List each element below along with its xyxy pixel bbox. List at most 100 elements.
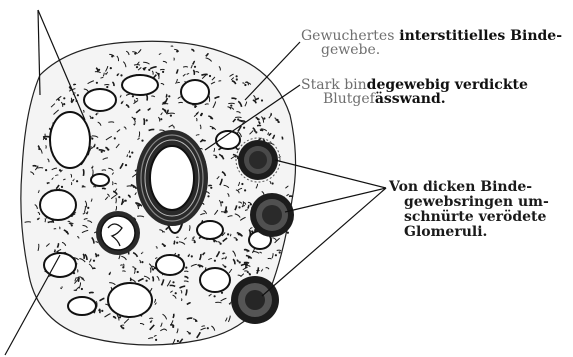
cell-nucleus	[59, 169, 61, 171]
cell-nucleus	[118, 196, 120, 198]
tissue-fiber	[219, 81, 222, 82]
tissue-fiber	[173, 314, 174, 318]
tissue-fiber	[54, 229, 56, 230]
cell-nucleus	[91, 117, 93, 119]
cell-nucleus	[136, 66, 138, 68]
tissue-fiber	[102, 170, 106, 171]
tissue-fiber	[25, 222, 31, 223]
cell-nucleus	[172, 326, 174, 328]
interstitial-tissue-label-line2: gewebe.	[321, 43, 380, 57]
cell-nucleus	[194, 66, 196, 68]
cell-nucleus	[98, 69, 100, 71]
cell-nucleus	[237, 118, 239, 120]
tissue-fiber	[37, 168, 43, 169]
tissue-fiber	[174, 241, 175, 245]
tissue-fiber	[47, 183, 49, 184]
tissue-fiber	[89, 292, 94, 293]
tissue-fiber	[168, 113, 175, 114]
tissue-fiber	[48, 222, 53, 223]
tissue-fiber	[134, 65, 140, 66]
cell-nucleus	[236, 239, 238, 241]
cell-nucleus	[111, 55, 113, 57]
tissue-fiber	[271, 114, 272, 116]
cell-nucleus	[106, 86, 108, 88]
cell-nucleus	[158, 73, 160, 75]
tissue-fiber	[108, 122, 114, 123]
tissue-fiber	[178, 102, 182, 103]
tissue-fiber	[71, 98, 72, 102]
cell-nucleus	[213, 240, 215, 242]
cell-nucleus	[272, 182, 274, 184]
cell-nucleus	[125, 164, 127, 166]
cell-nucleus	[275, 254, 277, 256]
tissue-fiber	[183, 67, 188, 68]
cell-nucleus	[221, 155, 223, 157]
cell-nucleus	[87, 207, 89, 209]
cell-nucleus	[263, 117, 265, 119]
glomerulus-3	[231, 276, 279, 324]
tissue-fiber	[83, 169, 84, 176]
cell-nucleus	[244, 189, 246, 191]
cell-nucleus	[77, 94, 79, 96]
interstitial-tissue-label: Gewuchertes interstitielles Binde-	[301, 29, 562, 43]
tissue-fiber	[144, 118, 145, 125]
cell-nucleus	[131, 152, 133, 154]
cell-nucleus	[110, 67, 112, 69]
cell-nucleus	[129, 156, 131, 158]
cell-nucleus	[220, 243, 222, 245]
cell-nucleus	[107, 149, 109, 151]
cell-nucleus	[195, 320, 197, 322]
cell-nucleus	[160, 118, 162, 120]
tissue-fiber	[257, 125, 261, 126]
tissue-fiber	[120, 265, 122, 266]
tissue-fiber	[241, 121, 246, 122]
cell-nucleus	[239, 261, 241, 263]
glomeruli-label-line4: Glomeruli.	[389, 225, 559, 240]
cell-nucleus	[146, 119, 148, 121]
cell-nucleus	[122, 266, 124, 268]
cell-nucleus	[101, 310, 103, 312]
cell-nucleus	[71, 224, 73, 226]
vessel-wall-label: Stark bindegewebig verdickte	[301, 78, 528, 92]
cell-nucleus	[66, 231, 68, 233]
cell-nucleus	[207, 327, 209, 329]
cell-nucleus	[249, 273, 251, 275]
tissue-fiber	[43, 137, 50, 138]
cell-nucleus	[207, 195, 209, 197]
cell-nucleus	[132, 95, 134, 97]
cell-nucleus	[238, 206, 240, 208]
cell-nucleus	[241, 183, 243, 185]
cell-nucleus	[141, 140, 143, 142]
cell-nucleus	[134, 53, 136, 55]
cell-nucleus	[164, 245, 166, 247]
cell-nucleus	[45, 169, 47, 171]
cell-nucleus	[210, 117, 212, 119]
tissue-fiber	[93, 268, 95, 269]
cell-nucleus	[244, 84, 246, 86]
tissue-fiber	[160, 69, 165, 70]
tissue-fiber	[55, 250, 56, 252]
glomeruli-label-line3: schnürte verödete	[389, 210, 559, 225]
cell-nucleus	[63, 103, 65, 105]
glomeruli-label: Von dicken Binde- gewebsringen um- schnü…	[389, 180, 559, 240]
cell-nucleus	[137, 271, 139, 273]
cell-nucleus	[258, 118, 260, 120]
tissue-fiber	[45, 218, 46, 222]
cell-nucleus	[91, 138, 93, 140]
cell-nucleus	[45, 138, 47, 140]
glomeruli-label-line2: gewebsringen um-	[389, 195, 559, 210]
cell-nucleus	[76, 180, 78, 182]
cell-nucleus	[81, 288, 83, 290]
tissue-fiber	[166, 94, 167, 97]
cell-nucleus	[185, 267, 187, 269]
cell-nucleus	[152, 268, 154, 270]
cell-nucleus	[236, 75, 238, 77]
cell-nucleus	[189, 332, 191, 334]
cell-nucleus	[146, 280, 148, 282]
cell-nucleus	[210, 187, 212, 189]
tissue-fiber	[208, 185, 211, 186]
cell-nucleus	[279, 251, 281, 253]
cell-nucleus	[248, 256, 250, 258]
cell-nucleus	[164, 110, 166, 112]
tissue-fiber	[78, 277, 79, 282]
